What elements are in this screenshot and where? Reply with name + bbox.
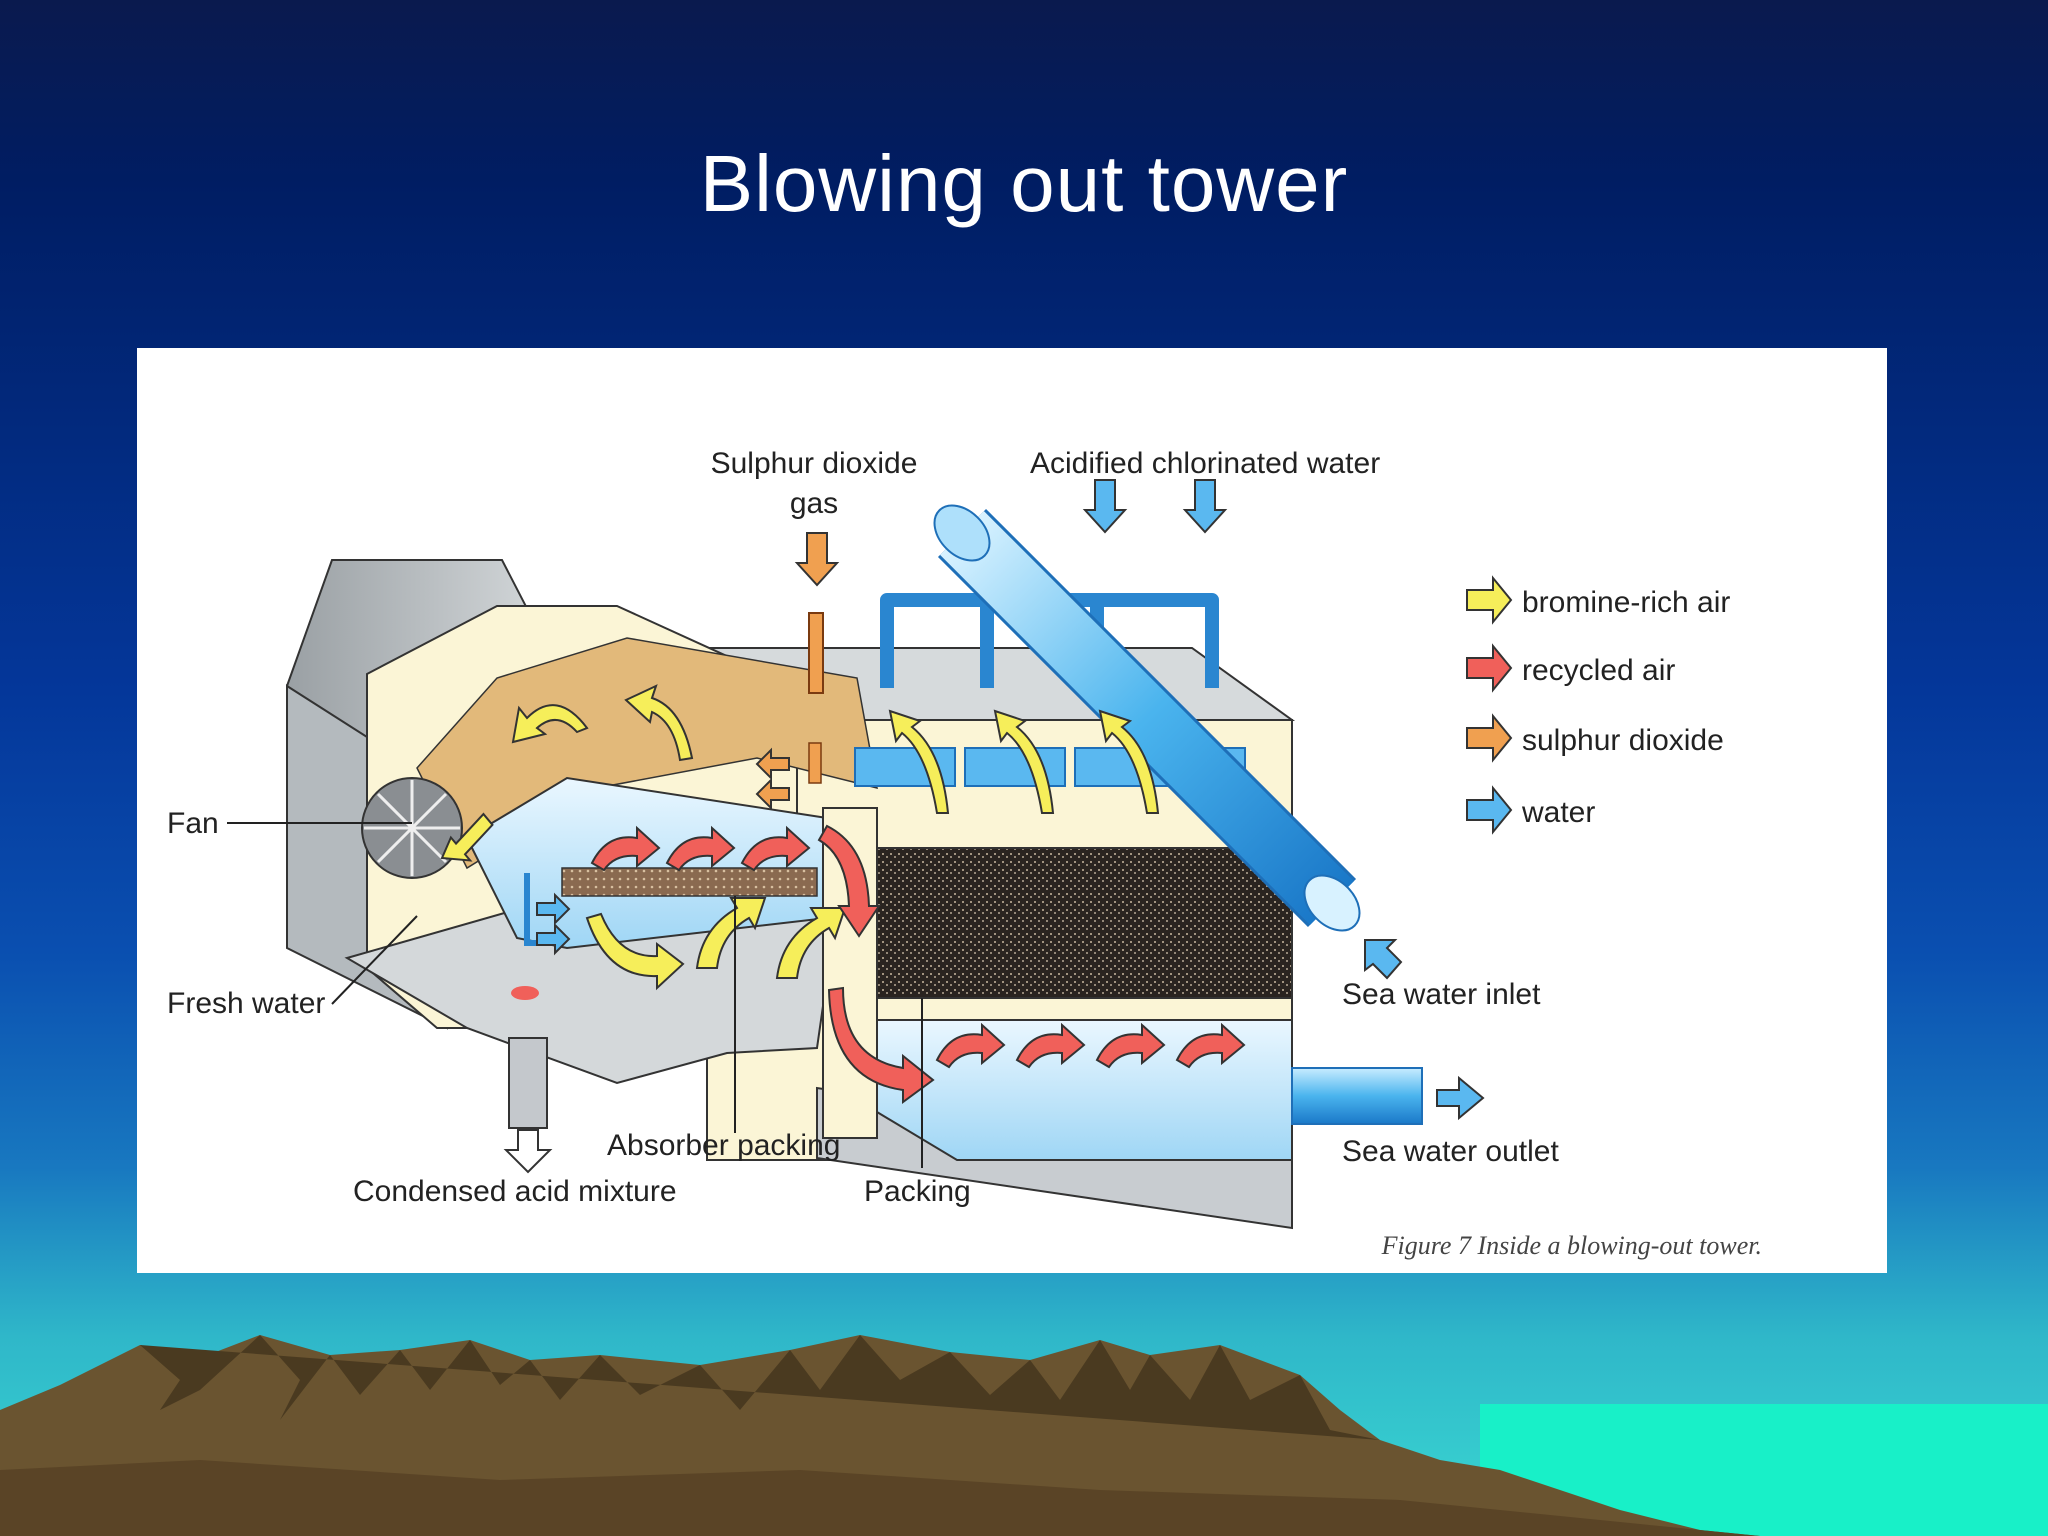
label-packing: Packing (864, 1175, 971, 1208)
label-condensed-acid-mixture: Condensed acid mixture (353, 1175, 677, 1208)
label-acidified-chlorinated-water: Acidified chlorinated water (1030, 447, 1380, 480)
legend-label-recycled-air: recycled air (1522, 654, 1675, 687)
figure-caption: Figure 7 Inside a blowing-out tower. (1381, 1231, 1762, 1260)
legend-label-bromine-rich-air: bromine-rich air (1522, 586, 1730, 619)
sea-water-inlet-pipe (933, 504, 1361, 932)
mountains-decoration (0, 1335, 2048, 1536)
slide-title: Blowing out tower (699, 139, 1349, 228)
blowing-out-tower-diagram: Sulphur dioxide gas Acidified chlorinate… (167, 447, 1762, 1260)
legend-water-arrow-icon (1466, 785, 1513, 835)
legend (1466, 575, 1513, 835)
label-sulphur-dioxide-gas: Sulphur dioxide (711, 447, 918, 480)
figure-panel: Sulphur dioxide gas Acidified chlorinate… (137, 348, 1887, 1273)
flow-arrows (440, 479, 1485, 1174)
packing-block (876, 847, 1293, 999)
label-sea-water-inlet: Sea water inlet (1342, 978, 1541, 1011)
label-sea-water-outlet: Sea water outlet (1342, 1135, 1559, 1168)
legend-label-water: water (1521, 796, 1595, 829)
absorber-packing (561, 867, 818, 897)
legend-label-sulphur-dioxide: sulphur dioxide (1522, 724, 1724, 757)
label-fan: Fan (167, 807, 219, 840)
legend-sulphur-arrow-icon (1466, 713, 1513, 763)
leader-lines (227, 822, 923, 1168)
sea-water-outlet-pipe (1291, 1067, 1423, 1125)
label-absorber-packing: Absorber packing (607, 1129, 840, 1162)
sulphur-dioxide-pipe (808, 612, 824, 694)
legend-bromine-arrow-icon (1466, 575, 1513, 625)
legend-recycled-arrow-icon (1466, 643, 1513, 693)
label-sulphur-dioxide-gas-line2: gas (790, 487, 838, 520)
label-fresh-water: Fresh water (167, 987, 325, 1020)
